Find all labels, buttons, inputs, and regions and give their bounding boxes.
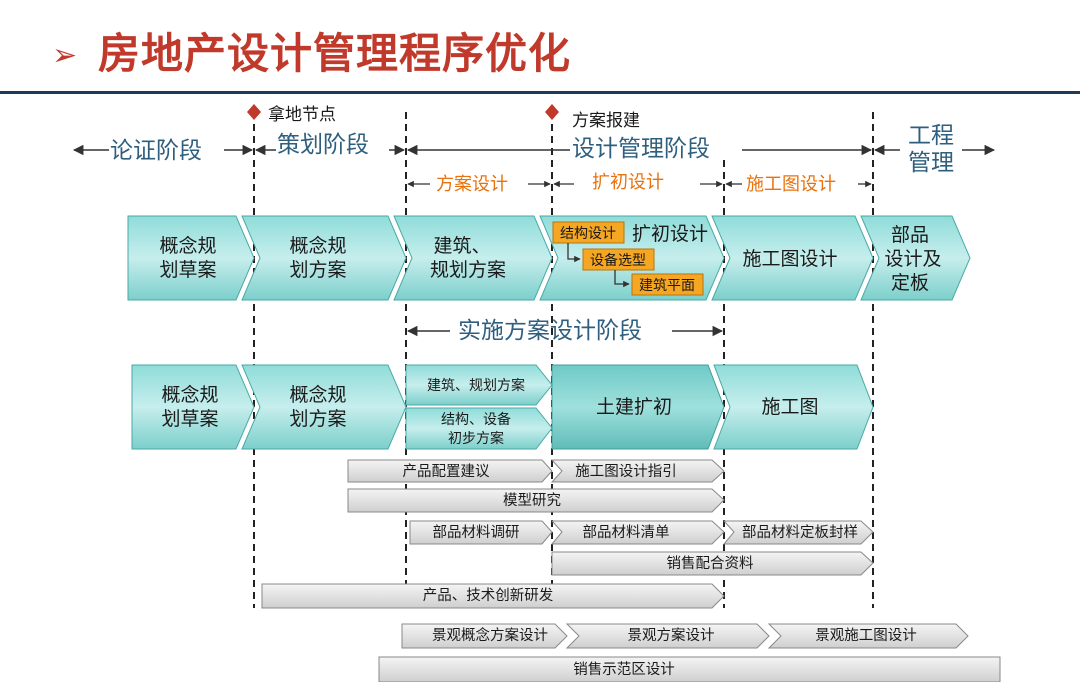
tag-structure [552, 221, 625, 244]
row1-stage-3 [393, 215, 553, 301]
phase-label-eng-2: 管理 [908, 150, 954, 176]
row1-stage-3-line2: 规划方案 [430, 259, 506, 281]
title-arrow-icon: ➢ [52, 38, 78, 73]
task-construction-guide-label: 施工图设计指引 [575, 463, 677, 480]
implementation-phase: 实施方案设计阶段 [406, 318, 724, 344]
phase-label-eng-1: 工程 [908, 123, 954, 149]
row2-stage-1-line1: 概念规 [161, 383, 218, 406]
milestone-label: 拿地节点 [268, 104, 336, 125]
row2-stage-3b [405, 407, 553, 450]
subphase-row: 方案设计 扩初设计 施工图设计 [407, 172, 872, 195]
task-product-config [347, 459, 553, 483]
milestone-diamond-icon [545, 104, 559, 120]
row1-stages: 概念规 划草案 概念规 划方案 建筑、 规划方案 扩初设计 施工图设计 部品 设… [127, 215, 971, 301]
row1-stage-5 [711, 215, 874, 301]
task-material-list [550, 520, 725, 545]
tag-structure-label: 结构设计 [560, 226, 616, 242]
row2-stage-4-label: 土建扩初 [596, 396, 672, 418]
row1-stage-4-line1: 扩初设计 [632, 223, 708, 245]
phase-label-design: 设计管理阶段 [572, 136, 710, 162]
row1-stage-3-line1: 建筑、 [433, 235, 490, 257]
row2-stage-3a [405, 364, 553, 406]
row1-stage-1-line2: 划草案 [159, 259, 216, 281]
row2-stage-5 [713, 364, 874, 450]
tag-equipment [582, 248, 655, 271]
task-landscape-concept-label: 景观概念方案设计 [432, 626, 548, 644]
task-product-config-label: 产品配置建议 [403, 463, 490, 480]
page-title: 房地产设计管理程序优化 [98, 29, 572, 78]
tag-connector [567, 243, 581, 263]
task-sales-support [551, 551, 874, 576]
title-divider [0, 91, 1080, 94]
row2-stage-3b-line1: 结构、设备 [441, 411, 511, 428]
task-model-study-label: 模型研究 [503, 492, 561, 509]
tag-floorplan [631, 273, 704, 296]
tag-floorplan-label: 建筑平面 [639, 278, 695, 294]
tag-equipment-label: 设备选型 [590, 252, 646, 269]
row1-stage-1-line1: 概念规 [159, 234, 216, 257]
task-material-sample [722, 520, 874, 545]
subphase-prelim: 扩初设计 [592, 172, 664, 193]
milestone-land: 拿地节点 [247, 104, 336, 125]
row2-stage-1 [131, 364, 255, 450]
row1-stage-2-line1: 概念规 [289, 234, 346, 257]
title-bar: ➢ 房地产设计管理程序优化 [0, 0, 1080, 96]
task-material-research [409, 520, 553, 545]
task-landscape-construction-label: 景观施工图设计 [815, 627, 917, 644]
task-bars: 产品配置建议 施工图设计指引 模型研究 部品材料调研 部品材料清单 部品材料定板… [261, 459, 1001, 682]
row1-stage-6-line2: 设计及 [884, 248, 941, 270]
milestone-diamond-icon [247, 104, 261, 120]
task-sales-support-label: 销售配合资料 [667, 555, 754, 572]
tag-connector [614, 270, 630, 288]
task-landscape-construction [767, 623, 969, 649]
row1-stage-1 [127, 215, 255, 301]
row2-stage-1-line2: 划草案 [161, 408, 218, 430]
phase-label-demo: 论证阶段 [110, 138, 202, 164]
task-showroom [378, 656, 1001, 682]
task-innovation-label: 产品、技术创新研发 [423, 587, 554, 604]
milestone-label: 方案报建 [572, 111, 640, 131]
task-construction-guide [550, 459, 725, 483]
row1-stage-6-line3: 定板 [891, 272, 929, 294]
task-material-list-label: 部品材料清单 [583, 524, 670, 541]
task-model-study [347, 488, 725, 513]
row1-stage-5-line1: 施工图设计 [742, 248, 837, 270]
implementation-label: 实施方案设计阶段 [458, 318, 642, 344]
row2-stage-3a-label: 建筑、规划方案 [427, 377, 525, 394]
row1-stage-2-line2: 划方案 [289, 259, 346, 281]
task-material-research-label: 部品材料调研 [433, 524, 520, 541]
row2-stage-5-label: 施工图 [761, 396, 818, 418]
row2-stage-3b-line2: 初步方案 [448, 430, 504, 447]
task-landscape-scheme-label: 景观方案设计 [628, 626, 715, 644]
task-landscape-scheme [565, 623, 770, 649]
row2-stages: 概念规 划草案 概念规 划方案 建筑、规划方案 结构、设备 初步方案 土建扩初 … [131, 364, 874, 450]
phase-row: 论证阶段 策划阶段 设计管理阶段 工程 管理 [72, 123, 996, 176]
row2-stage-2 [241, 364, 407, 450]
task-showroom-label: 销售示范区设计 [573, 661, 675, 678]
milestone-report: 方案报建 [545, 104, 640, 131]
task-landscape-concept [401, 623, 568, 649]
row2-stage-2-line2: 划方案 [289, 408, 346, 430]
row1-stage-6-line1: 部品 [891, 224, 929, 246]
row2-stage-4 [551, 364, 725, 450]
subphase-scheme: 方案设计 [436, 174, 508, 195]
row1-stage-6 [860, 215, 971, 301]
task-innovation [261, 583, 725, 609]
task-material-sample-label: 部品材料定板封样 [742, 523, 858, 541]
row2-stage-2-line1: 概念规 [289, 383, 346, 406]
phase-label-plan: 策划阶段 [277, 132, 369, 158]
row1-stage-2 [241, 215, 407, 301]
subphase-construction: 施工图设计 [746, 174, 836, 195]
